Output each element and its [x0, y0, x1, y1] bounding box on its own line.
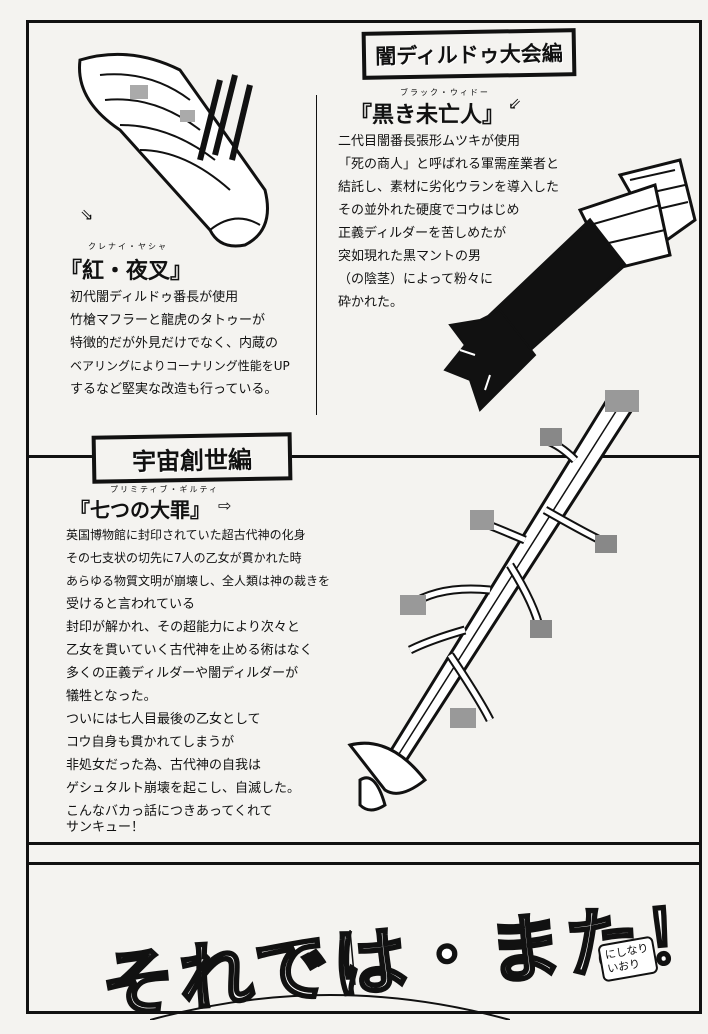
outline-arrow-icon: ⇘: [80, 205, 94, 224]
sins-line: ついには七人目最後の乙女として: [66, 712, 261, 727]
seven-sins-illustration: [347, 390, 639, 812]
black-line: 結託し、素材に劣化ウランを導入した: [338, 180, 560, 195]
seven-sins-name: 『七つの大罪』: [70, 498, 210, 522]
sins-line: こんなバカっ話につきあってくれて: [66, 804, 273, 819]
sins-line: 非処女だった為、古代神の自我は: [66, 758, 262, 773]
ending-divider-top: [26, 842, 702, 845]
black-line: 正義ディルダーを苦しめたが: [338, 226, 507, 241]
black-line: （の陰茎）によって粉々に: [338, 272, 493, 287]
sins-line: 乙女を貫いていく古代神を止める術はなく: [66, 643, 313, 658]
sins-line: 受けると言われている: [66, 597, 195, 612]
outline-arrow-icon: ⇙: [508, 94, 522, 113]
sins-line: 封印が解かれ、その超能力により次々と: [66, 620, 300, 635]
black-line: 突如現れた黒マントの男: [338, 249, 482, 264]
black-widow-name: 『黒き未亡人』: [350, 103, 505, 128]
sins-line: その七支状の切先に7人の乙女が貫かれた時: [66, 551, 302, 565]
black-line: その並外れた硬度でコウはじめ: [338, 203, 520, 218]
black-widow-illustration: [443, 158, 697, 412]
crimson-yasha-illustration: [78, 52, 269, 248]
sins-line: 犠牲となった。: [66, 689, 157, 704]
crimson-line: ベアリングによりコーナリング性能をUP: [70, 359, 290, 373]
sins-line: ゲシュタルト崩壊を起こし、自滅した。: [66, 781, 301, 796]
crimson-line: 特徴的だが外見だけでなく、内蔵の: [70, 336, 279, 351]
crimson-line: するなど堅実な改造も行っている。: [70, 382, 278, 397]
black-widow-ruby: ブラック・ウィドー: [400, 88, 490, 97]
ending-divider-bottom: [26, 862, 702, 865]
sins-line: サンキュー！: [66, 820, 145, 835]
ending-decoration: [150, 930, 510, 1020]
crimson-line: 竹槍マフラーと龍虎のタトゥーが: [70, 313, 266, 328]
black-line: 砕かれた。: [338, 295, 404, 310]
sins-line: 多くの正義ディルダーや闇ディルダーが: [66, 666, 299, 681]
column-divider: [316, 95, 317, 415]
sins-line: あらゆる物質文明が崩壊し、全人類は神の裁きを: [66, 574, 331, 588]
section1-title: 闇ディルドゥ大会編: [361, 28, 577, 80]
black-line: 「死の商人」と呼ばれる軍需産業者と: [338, 157, 560, 172]
sins-line: 英国博物館に封印されていた超古代神の化身: [66, 528, 306, 542]
black-line: 二代目闇番長張形ムツキが使用: [338, 134, 521, 149]
page-frame: [26, 20, 702, 1014]
section2-title: 宇宙創世編: [91, 432, 293, 484]
crimson-yasha-name: 『紅・夜叉』: [60, 259, 193, 284]
sins-line: コウ自身も貫かれてしまうが: [66, 735, 235, 750]
seven-sins-ruby: プリミティブ・ギルティ: [110, 485, 220, 494]
crimson-line: 初代闇ディルドゥ番長が使用: [70, 290, 239, 305]
section-divider: [26, 455, 702, 458]
crimson-yasha-ruby: クレナイ・ヤシャ: [88, 242, 168, 251]
outline-arrow-icon: ⇨: [218, 496, 232, 515]
